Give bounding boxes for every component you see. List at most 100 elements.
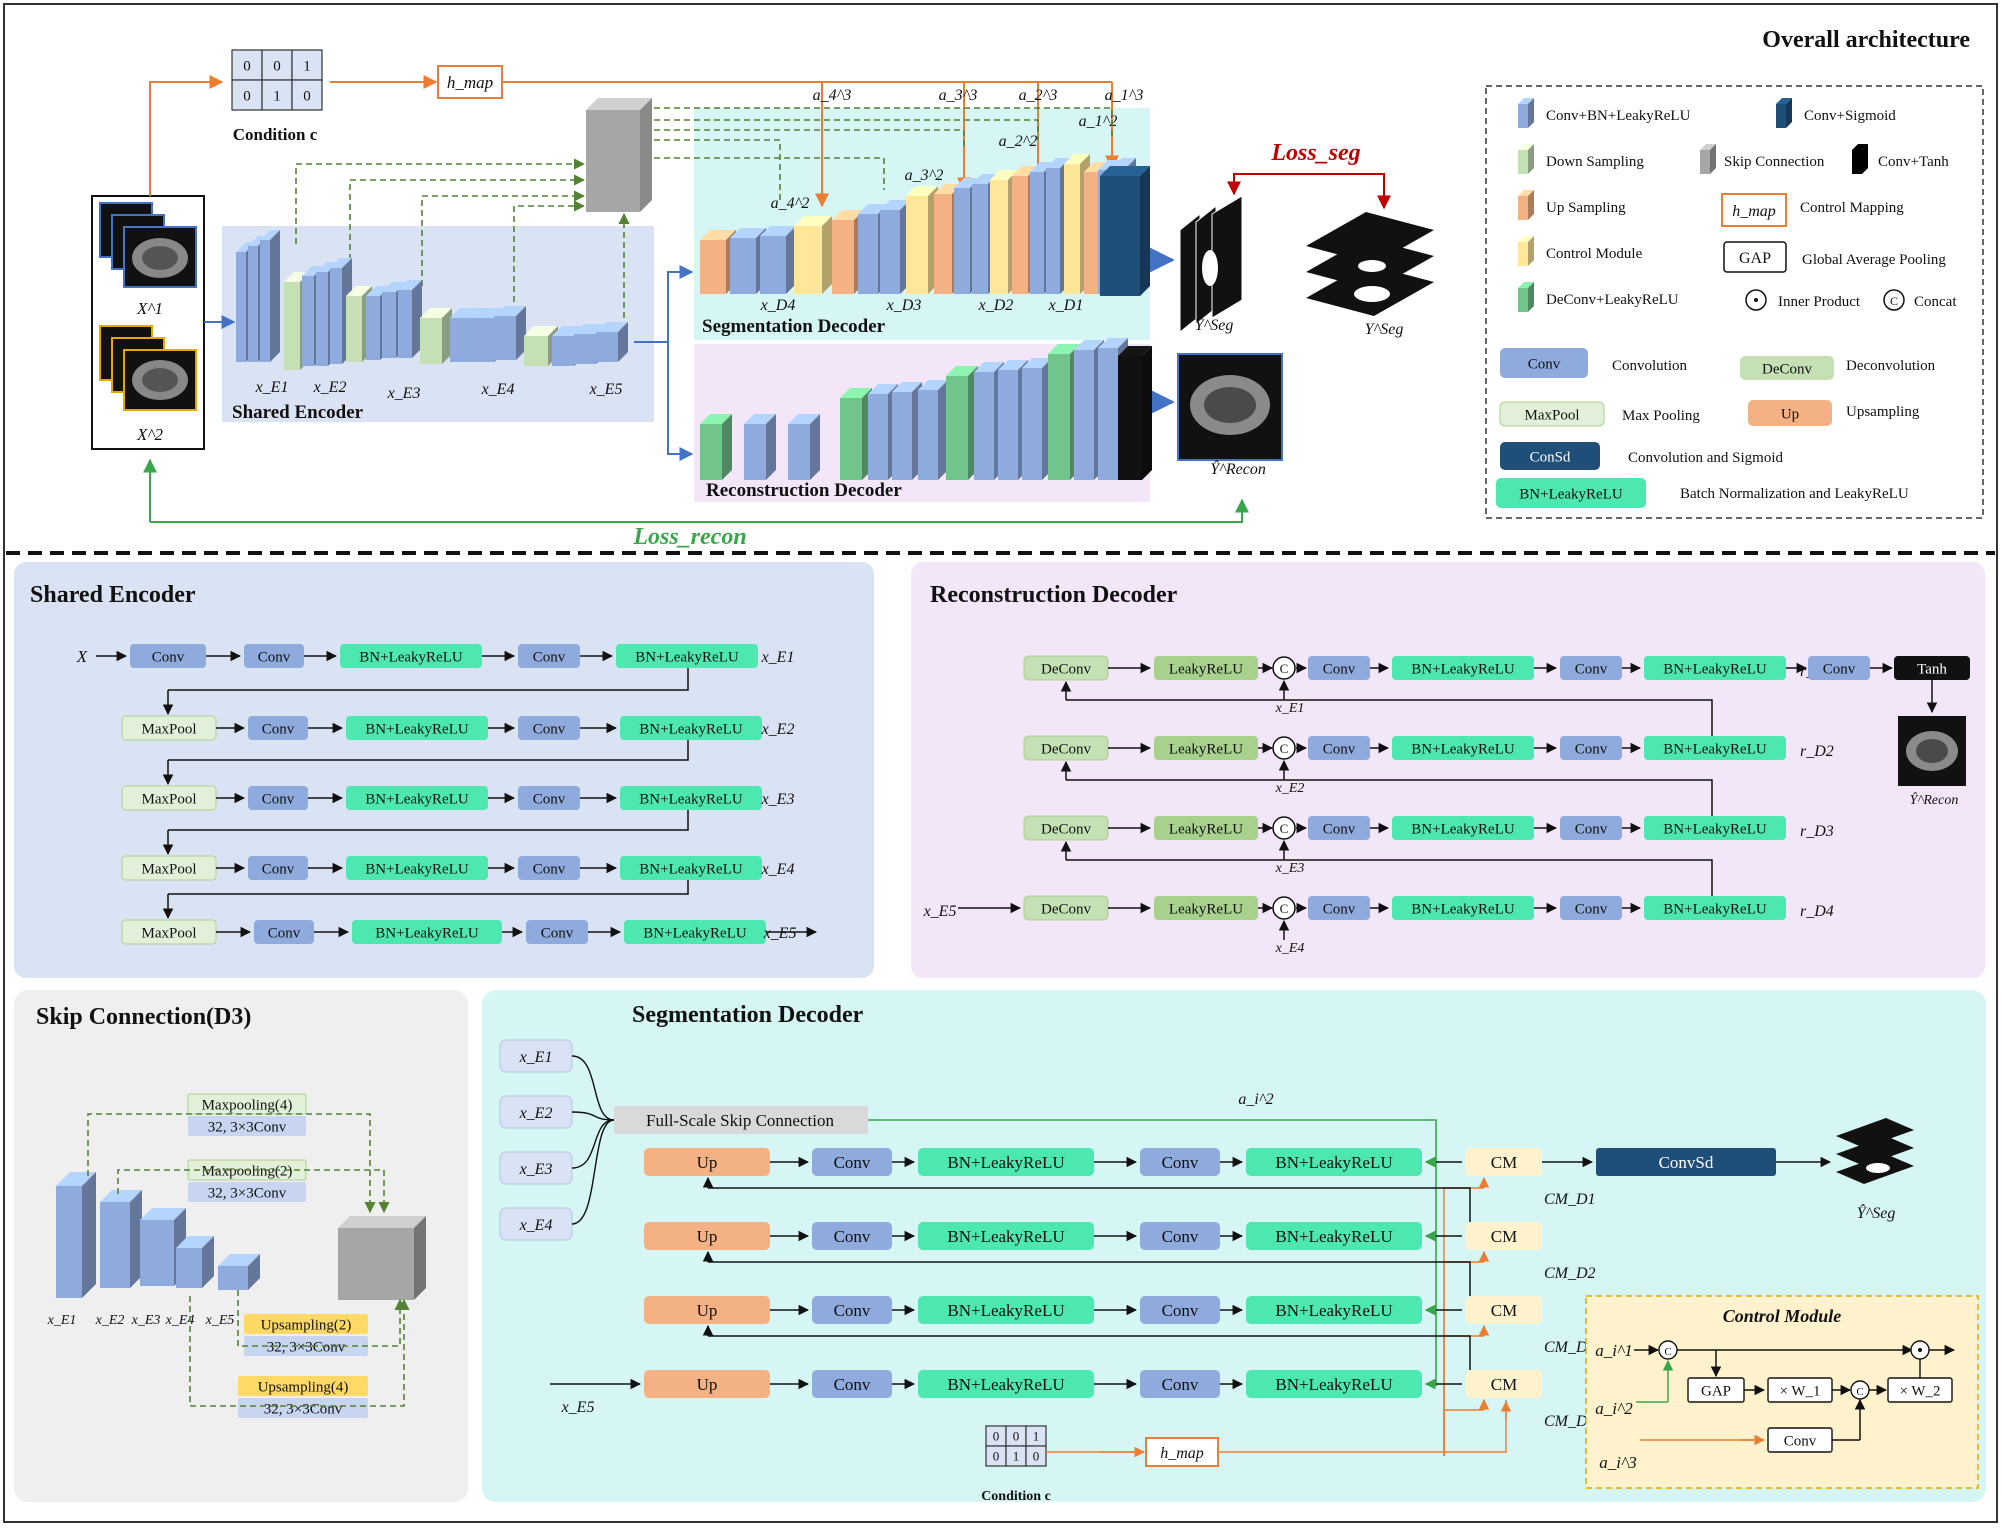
skip-x-label: x_E5 xyxy=(205,1313,235,1328)
seg-bn-box-label: BN+LeakyReLU xyxy=(1275,1227,1392,1246)
enc-row-box-label: Conv xyxy=(533,791,566,807)
seg-up-connector xyxy=(708,1261,1471,1296)
rec-conv-box-label: Conv xyxy=(1323,661,1356,677)
rec-up-connector xyxy=(1066,699,1713,736)
cm-w1-box: × W_1 xyxy=(1767,1377,1833,1403)
seg-up-connector xyxy=(708,1335,1471,1370)
seg-bn-box-label: BN+LeakyReLU xyxy=(947,1153,1064,1172)
seg-bn-box-label: BN+LeakyReLU xyxy=(1275,1153,1392,1172)
enc-r1-box-label: Conv xyxy=(258,649,291,665)
seg-conv-box-label: Conv xyxy=(834,1301,871,1320)
rec-conv-box: Conv xyxy=(1308,896,1370,920)
hmap-box-bottom xyxy=(1145,1437,1219,1467)
rec-conv-box-label: Conv xyxy=(1323,901,1356,917)
enc-row-box-label: Conv xyxy=(268,925,301,941)
enc-row-box: BN+LeakyReLU xyxy=(620,716,762,740)
enc-r1-box: Conv xyxy=(130,644,206,668)
legend-bn-box: BN+LeakyReLU xyxy=(1496,478,1646,508)
legend-icon xyxy=(1852,144,1868,174)
legend-hmap-box xyxy=(1721,193,1787,227)
seg-bn-box: BN+LeakyReLU xyxy=(918,1148,1094,1176)
skip-op-box-label: 32, 3×3Conv xyxy=(208,1119,287,1135)
fssc-green-line xyxy=(868,1119,1437,1386)
rec-deconv-box: DeConv xyxy=(1023,655,1109,681)
encoder-cube xyxy=(398,280,422,358)
skip-op-box: Upsampling(2) xyxy=(244,1314,368,1334)
enc-row-box: MaxPool xyxy=(121,855,217,881)
rec-conv-box: Conv xyxy=(1560,896,1622,920)
rec-concat-icon xyxy=(1272,896,1296,920)
enc-row-connector xyxy=(168,810,689,831)
encoder-cube xyxy=(420,308,452,364)
encoder-x-label: x_E2 xyxy=(313,379,347,396)
seg-output-label: Ŷ^Seg xyxy=(1857,1203,1896,1222)
enc-row-box-label: Conv xyxy=(533,721,566,737)
legend-gap-box xyxy=(1723,241,1787,273)
overall-title: Overall architecture xyxy=(1762,27,1970,53)
legend-consd-box-label: ConSd xyxy=(1530,449,1571,465)
seg-conv-box: Conv xyxy=(812,1148,892,1176)
rec-up-connector xyxy=(1066,779,1713,816)
rec-concat-icon xyxy=(1272,816,1296,840)
seg-bn-box: BN+LeakyReLU xyxy=(918,1370,1094,1398)
skip-connection-block xyxy=(586,98,652,212)
recon-output-image xyxy=(1177,353,1283,461)
encoder-blocks xyxy=(236,230,628,370)
seg-input-label: x_E3 xyxy=(519,1161,553,1178)
skip-x-label: x_E4 xyxy=(165,1313,195,1328)
seg-input-label: x_E2 xyxy=(519,1105,553,1122)
rec-bn-box: BN+LeakyReLU xyxy=(1644,896,1786,920)
recon-cube xyxy=(700,414,732,480)
legend-label: Down Sampling xyxy=(1546,154,1644,170)
recon-cube xyxy=(918,380,948,480)
enc-row-box: Conv xyxy=(254,920,314,944)
control-module-title: Control Module xyxy=(1723,1306,1842,1326)
skip-op-box-label: Upsampling(4) xyxy=(258,1379,349,1395)
enc-row-box-label: BN+LeakyReLU xyxy=(639,861,743,877)
enc-r1-box-label: BN+LeakyReLU xyxy=(635,649,739,665)
rec-leaky-box-label: LeakyReLU xyxy=(1169,901,1243,917)
input-x2-label: X^2 xyxy=(136,425,164,444)
legend-concat-icon xyxy=(1883,289,1905,311)
rec-deconv-box: DeConv xyxy=(1023,895,1109,921)
enc-row-box-label: MaxPool xyxy=(141,925,196,941)
seg-output-label: Ŷ^Seg xyxy=(1195,315,1234,334)
rec-deconv-box: DeConv xyxy=(1023,815,1109,841)
condition-cell: 1 xyxy=(1033,1429,1040,1444)
enc-r1-box: BN+LeakyReLU xyxy=(616,644,758,668)
rec-tanh-box: Tanh xyxy=(1894,656,1970,680)
enc-row-box-label: BN+LeakyReLU xyxy=(365,791,469,807)
seg-conv-box: Conv xyxy=(812,1370,892,1398)
enc-row-box: Conv xyxy=(518,856,580,880)
rec-output-image-label: Ŷ^Recon xyxy=(1910,791,1959,808)
skip-connection-title: Skip Connection(D3) xyxy=(36,1004,251,1030)
seg-up-connector xyxy=(708,1187,1471,1222)
legend-deconv-box: DeConv xyxy=(1740,356,1834,380)
seg-up-box-label: Up xyxy=(697,1153,718,1172)
rec-deconv-box-label: DeConv xyxy=(1041,901,1091,917)
enc-row-box: BN+LeakyReLU xyxy=(346,716,488,740)
seg-cm-box-label: CM xyxy=(1491,1375,1517,1394)
skip-connection-panel xyxy=(14,990,468,1502)
recon-decoder-title: Reconstruction Decoder xyxy=(930,582,1178,608)
seg-xe5-label: x_E5 xyxy=(561,1399,595,1416)
rec-bn-box-label: BN+LeakyReLU xyxy=(1663,901,1767,917)
seg-bn-box-label: BN+LeakyReLU xyxy=(947,1227,1064,1246)
enc-row-box: Conv xyxy=(518,786,580,810)
skip-dashed-line xyxy=(237,1290,406,1347)
seg-conv-box-label: Conv xyxy=(834,1375,871,1394)
enc-r1-box: BN+LeakyReLU xyxy=(340,644,482,668)
enc-output-label: x_E5 xyxy=(763,925,797,942)
cm-conv-box: Conv xyxy=(1767,1427,1833,1453)
skip-op-box: 32, 3×3Conv xyxy=(188,1182,306,1202)
rec-bn-box-label: BN+LeakyReLU xyxy=(1663,821,1767,837)
legend-conv-box-label: Conv xyxy=(1528,356,1561,372)
recon-cube xyxy=(1118,346,1152,480)
skip-op-box-label: 32, 3×3Conv xyxy=(264,1401,343,1417)
cm-input-label: a_i^3 xyxy=(1599,1453,1636,1472)
condition-cell: 0 xyxy=(1033,1449,1040,1464)
cm-concat2-letter: C xyxy=(1856,1386,1863,1398)
skip-op-box: Upsampling(4) xyxy=(238,1376,368,1396)
